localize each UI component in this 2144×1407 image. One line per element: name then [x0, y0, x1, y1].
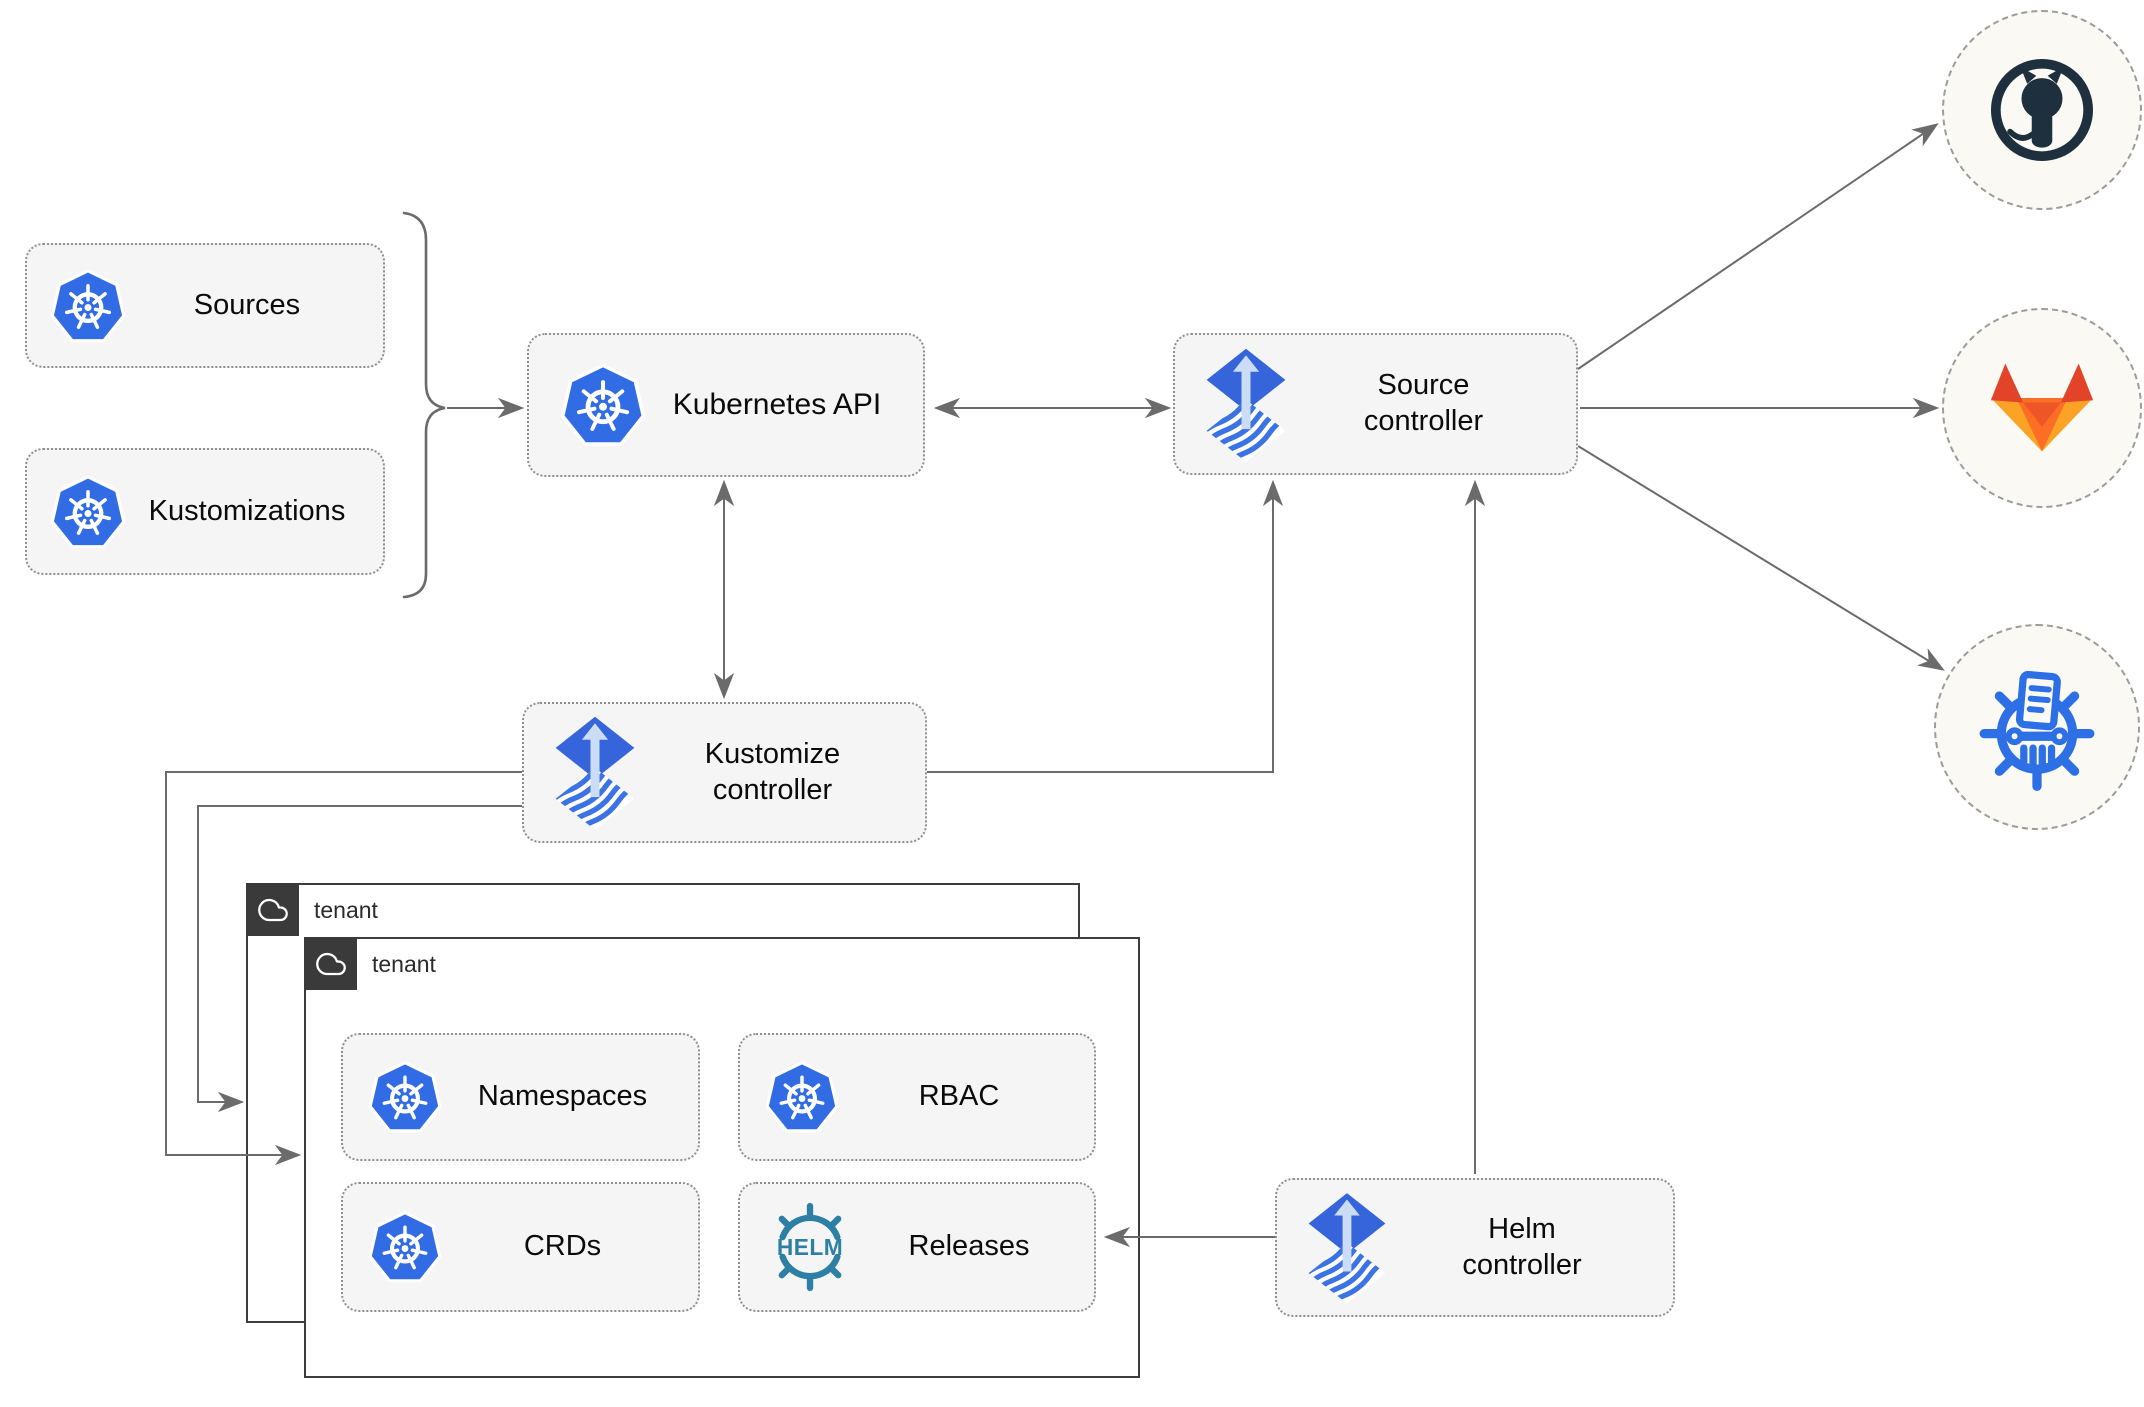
external-github — [1942, 10, 2142, 210]
kubernetes-icon — [764, 1059, 840, 1135]
kubernetes-icon — [367, 1209, 443, 1285]
node-label: Namespaces — [477, 1080, 648, 1113]
external-manifests — [1934, 624, 2140, 830]
helm-icon: HELM — [760, 1197, 860, 1297]
node-label: Kustomizations — [148, 494, 346, 527]
connector-source-to-manifests — [1577, 445, 1945, 671]
node-label: RBAC — [918, 1080, 1000, 1113]
node-kustomize-controller: Kustomize controller — [522, 702, 927, 843]
helm-logo-text: HELM — [777, 1234, 843, 1260]
node-label: Kustomize controller — [704, 737, 841, 806]
node-kubernetes-api: Kubernetes API — [527, 333, 925, 477]
node-label: CRDs — [523, 1230, 602, 1263]
node-helm-controller: Helm controller — [1275, 1178, 1675, 1317]
external-gitlab — [1942, 308, 2142, 508]
node-crds: CRDs — [341, 1182, 700, 1312]
flux-icon — [1307, 1191, 1387, 1304]
tenant-header — [246, 883, 299, 936]
node-label: Helm controller — [1462, 1212, 1582, 1281]
kubernetes-icon — [49, 473, 127, 551]
kubernetes-icon — [367, 1059, 443, 1135]
bracket-sources-group — [402, 211, 446, 599]
kubernetes-manifests-icon — [1971, 661, 2103, 793]
cloud-icon — [256, 895, 290, 925]
kubernetes-icon — [49, 267, 127, 345]
github-icon — [1985, 53, 2099, 167]
connector-source-to-github — [1577, 123, 1939, 370]
node-label: Source controller — [1363, 369, 1484, 437]
node-kustomizations: Kustomizations — [25, 448, 385, 575]
node-sources: Sources — [25, 243, 385, 368]
flux-icon — [554, 715, 636, 830]
gitlab-icon — [1986, 358, 2098, 458]
node-releases: HELM Releases — [738, 1182, 1096, 1312]
node-label: Kubernetes API — [672, 388, 882, 422]
node-namespaces: Namespaces — [341, 1033, 700, 1161]
tenant-label: tenant — [372, 951, 436, 977]
node-source-controller: Source controller — [1173, 333, 1578, 475]
tenant-header — [304, 937, 357, 990]
node-label: Sources — [193, 288, 301, 321]
connector-kustomize-to-source — [927, 479, 1284, 773]
node-label: Releases — [908, 1230, 1030, 1263]
node-rbac: RBAC — [738, 1033, 1096, 1161]
flux-icon — [1205, 347, 1287, 462]
cloud-icon — [314, 949, 348, 979]
kubernetes-icon — [559, 361, 647, 449]
tenant-label: tenant — [314, 897, 378, 923]
